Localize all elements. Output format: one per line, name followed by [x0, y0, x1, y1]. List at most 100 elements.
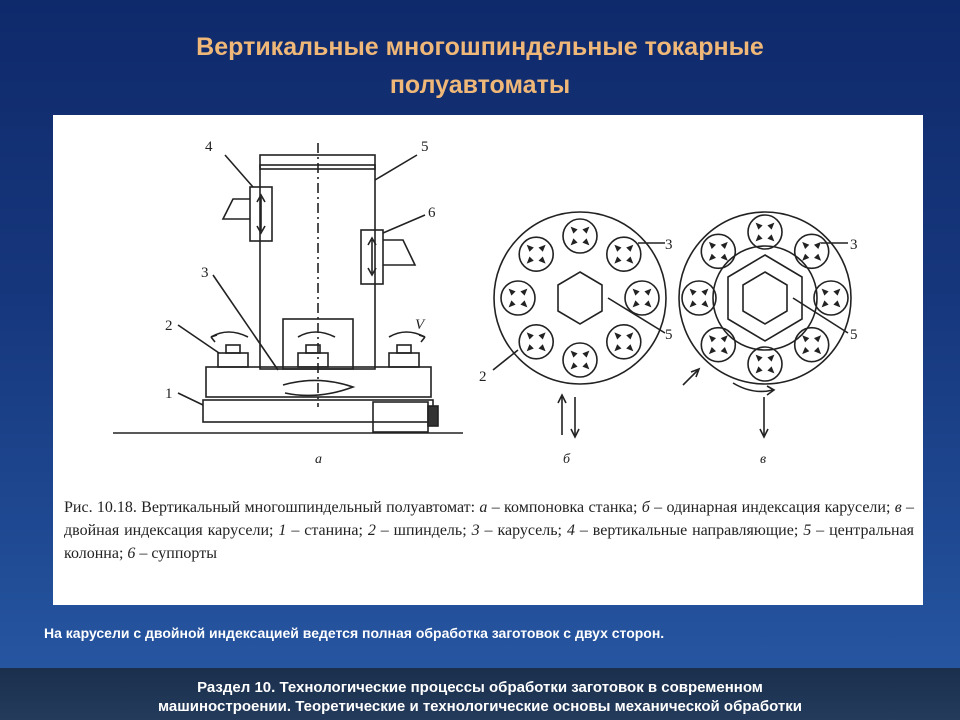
label-3: 3	[201, 265, 209, 281]
machine-layout-a: 4 5 6 3 2 1 V а	[113, 139, 463, 467]
single-jaw	[538, 332, 546, 340]
double-jaw	[802, 347, 810, 355]
label-5: 5	[421, 139, 429, 155]
caption-n3: 3	[471, 522, 480, 539]
single-jaw	[520, 288, 528, 296]
label-v: V	[415, 317, 426, 333]
label-2: 2	[165, 318, 173, 334]
caption-t4: – станина;	[286, 522, 368, 539]
title-line-1: Вертикальные многошпиндельные токарные	[196, 33, 764, 61]
double-jaw	[755, 234, 763, 242]
label-b-5: 5	[665, 327, 673, 343]
label-4: 4	[205, 139, 213, 155]
caption-n5: 5	[803, 522, 812, 539]
single-jaw	[644, 288, 652, 296]
caption-prefix: Рис. 10.18. Вертикальный многошпиндельны…	[64, 499, 480, 516]
carousel-single-indexing: 3 5 2 б	[479, 211, 673, 467]
single-jaw	[614, 344, 622, 352]
double-jaw	[755, 354, 763, 362]
single-jaw	[570, 226, 578, 234]
single-jaw	[626, 256, 634, 264]
double-jaw	[821, 288, 829, 296]
double-chuck	[747, 346, 783, 382]
single-chuck	[605, 236, 642, 272]
single-jaw	[520, 300, 528, 308]
caption-n1: 1	[278, 522, 287, 539]
caption-t9: – суппорты	[135, 545, 217, 562]
figure-caption: Рис. 10.18. Вертикальный многошпиндельны…	[64, 496, 914, 565]
footer-line-2: машиностроении. Теоретические и технолог…	[158, 698, 802, 715]
double-jaw	[708, 335, 716, 343]
single-jaw	[582, 350, 590, 358]
single-jaw	[526, 256, 534, 264]
single-jaw	[508, 300, 516, 308]
caption-t3: – двойная индексация карусели;	[64, 499, 915, 539]
single-jaw	[526, 344, 534, 352]
double-jaw	[814, 335, 822, 343]
single-jaw	[526, 332, 534, 340]
double-jaw	[767, 234, 775, 242]
note-text: На карусели с двойной индексацией ведетс…	[44, 625, 665, 641]
label-c-5: 5	[850, 327, 858, 343]
double-jaw	[720, 335, 728, 343]
caption-t7: – вертикальные направляющие;	[574, 522, 804, 539]
double-jaw	[814, 347, 822, 355]
single-jaw	[626, 332, 634, 340]
single-jaw	[614, 244, 622, 252]
single-jaw	[632, 300, 640, 308]
caption-t5: – шпиндель;	[375, 522, 472, 539]
single-chuck	[518, 324, 555, 360]
caption-n6: 6	[127, 545, 136, 562]
double-jaw	[767, 366, 775, 374]
caption-n4: 4	[566, 522, 575, 539]
single-jaw	[570, 238, 578, 246]
caption-t1: – компоновка станка;	[487, 499, 642, 516]
carousel-double-indexing: 3 5 в	[678, 211, 858, 467]
double-jaw	[708, 347, 716, 355]
caption-c: в	[894, 499, 902, 516]
caption-a: а	[479, 499, 488, 516]
single-chuck	[624, 280, 660, 316]
label-6: 6	[428, 205, 436, 221]
single-chuck	[518, 236, 555, 272]
double-jaw	[720, 253, 728, 261]
machine-diagram: 4 5 6 3 2 1 V а 3 5 2 б	[113, 139, 858, 467]
double-jaw	[701, 300, 709, 308]
double-jaw	[814, 253, 822, 261]
sublabel-b: б	[563, 452, 571, 467]
double-chuck	[700, 233, 737, 270]
sublabel-a: а	[315, 452, 322, 467]
double-jaw	[755, 366, 763, 374]
double-chuck	[747, 214, 783, 250]
single-chuck	[605, 324, 642, 360]
single-jaw	[582, 226, 590, 234]
double-jaw	[814, 241, 822, 249]
double-jaw	[689, 300, 697, 308]
caption-t6: – карусель;	[479, 522, 567, 539]
footer-bar: Раздел 10. Технологические процессы обра…	[0, 668, 960, 720]
single-jaw	[644, 300, 652, 308]
label-1: 1	[165, 386, 173, 402]
single-chuck	[562, 218, 598, 254]
double-jaw	[755, 222, 763, 230]
single-jaw	[582, 362, 590, 370]
single-jaw	[614, 332, 622, 340]
single-jaw	[526, 244, 534, 252]
double-chuck	[793, 326, 830, 363]
caption-b: б	[641, 499, 650, 516]
single-jaw	[538, 256, 546, 264]
double-chuck	[681, 280, 717, 316]
double-jaw	[767, 222, 775, 230]
double-jaw	[689, 288, 697, 296]
single-jaw	[570, 350, 578, 358]
single-jaw	[626, 244, 634, 252]
double-jaw	[821, 300, 829, 308]
single-jaw	[626, 344, 634, 352]
sublabel-c: в	[760, 452, 766, 467]
single-jaw	[582, 238, 590, 246]
caption-t2: – одинарная индексация карусели;	[649, 499, 895, 516]
single-jaw	[632, 288, 640, 296]
double-jaw	[701, 288, 709, 296]
double-chuck	[793, 233, 830, 270]
label-c-3: 3	[850, 237, 858, 253]
